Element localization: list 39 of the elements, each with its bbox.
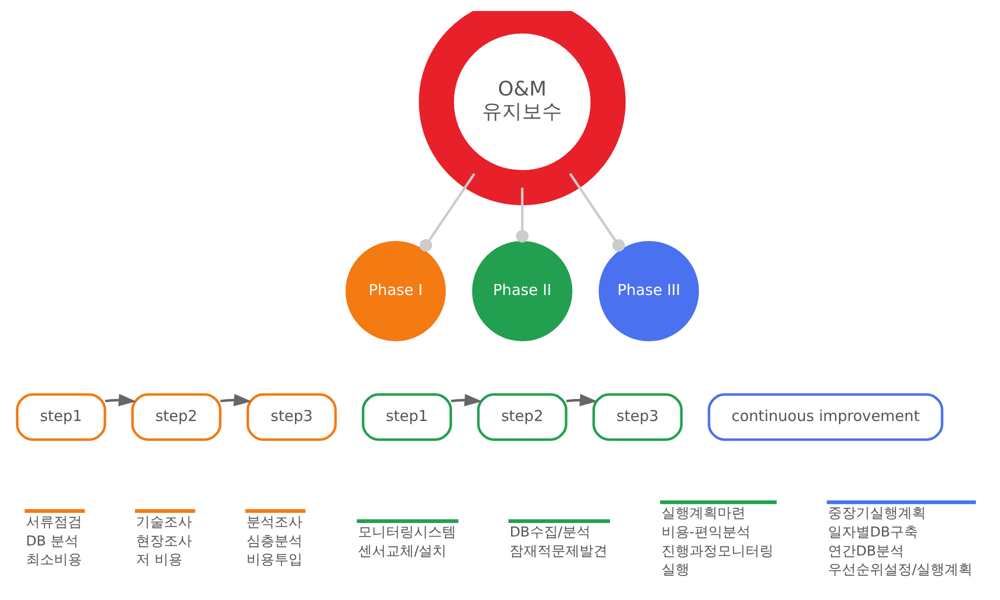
- arrow: [220, 393, 252, 406]
- connector: [569, 172, 625, 252]
- node-label: 진행과정모니터링: [661, 542, 774, 559]
- connector: [420, 172, 476, 252]
- node-label: 모니터링시스템: [358, 524, 456, 540]
- arrow: [566, 393, 598, 406]
- node-box: step2: [477, 392, 568, 440]
- node-label: 심층분석: [246, 532, 303, 549]
- node-label: 실행계획마련: [661, 505, 746, 522]
- node-circle: Phase Ⅰ: [346, 240, 446, 341]
- arrow: [450, 393, 482, 406]
- node-box: step1: [16, 392, 106, 440]
- arrow: [105, 393, 136, 406]
- node-label: 현장조사: [136, 532, 192, 549]
- node-circle: O&M 유지보수: [418, 10, 626, 205]
- node-label: 저 비용: [136, 552, 183, 568]
- node-label: 센서교체/설치: [358, 542, 447, 559]
- node-circle: Phase ⅠⅠⅠ: [598, 240, 699, 341]
- node-label: 서류점검: [26, 514, 82, 530]
- node-label: 비용투입: [246, 552, 303, 568]
- node-box: step2: [131, 392, 222, 440]
- node-label: 잠재적문제발견: [510, 542, 608, 559]
- node-label: 실행: [661, 562, 690, 578]
- node-circle: Phase ⅠⅠ: [472, 240, 572, 341]
- node-label: 최소비용: [26, 552, 82, 568]
- connector: [516, 187, 529, 242]
- node-box: continuous improvement: [708, 392, 944, 440]
- node-label: DB 분석: [26, 532, 78, 549]
- node-label: 연간DB분석: [828, 542, 904, 559]
- node-label: 중장기실행계획: [828, 505, 926, 522]
- node-box: step3: [246, 392, 337, 440]
- node-label: 기술조사: [136, 514, 192, 530]
- node-box: step3: [592, 392, 683, 440]
- node-label: 일자별DB구축: [828, 524, 918, 540]
- node-label: 분석조사: [246, 514, 303, 530]
- node-box: step1: [362, 392, 452, 440]
- node-label: 비용-편익분석: [661, 524, 750, 540]
- node-label: 우선순위설정/실행계획: [828, 562, 973, 578]
- node-label: DB수집/분석: [510, 524, 590, 540]
